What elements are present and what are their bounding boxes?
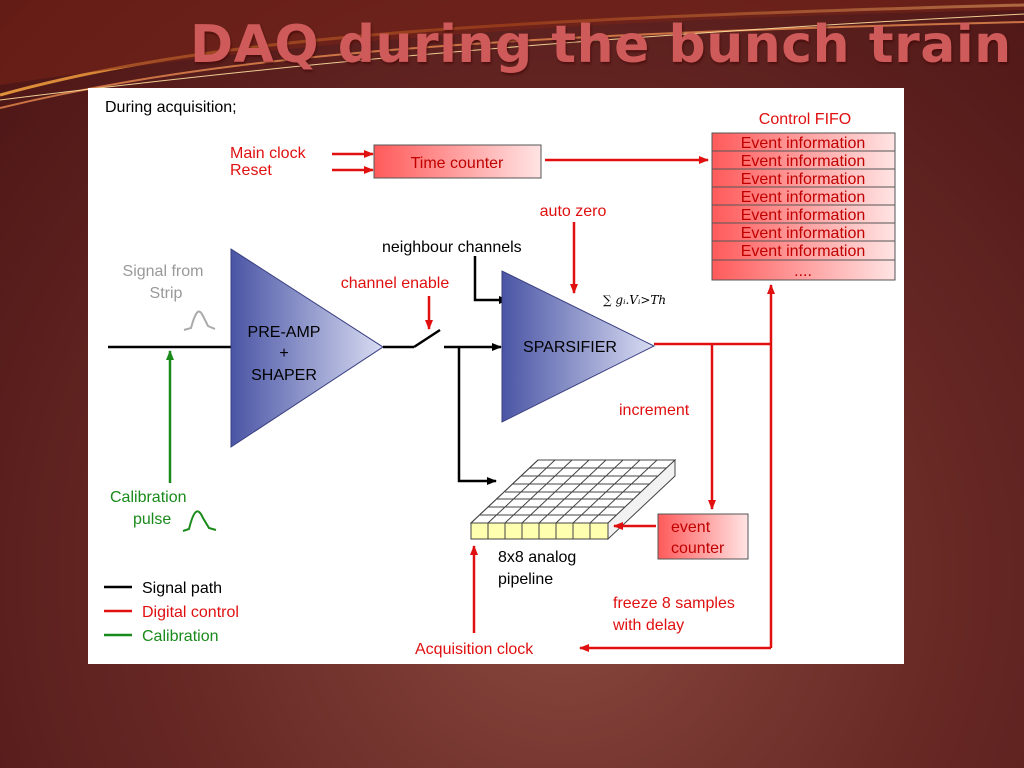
fifo-row: Event information	[741, 135, 866, 152]
daq-diagram: During acquisition; Main clock Reset Tim…	[104, 99, 896, 658]
preamp-label: PRE-AMP	[248, 324, 321, 341]
switch-to-pipeline-arrow	[457, 347, 497, 485]
slide-title: DAQ during the bunch train	[190, 15, 1012, 75]
reset-label: Reset	[230, 162, 272, 179]
fifo-row: Event information	[741, 189, 866, 206]
title-swoosh-decoration	[0, 0, 1024, 109]
pipeline-label: pipeline	[498, 571, 553, 588]
freeze-label: with delay	[612, 617, 684, 634]
fifo-row: ....	[794, 263, 812, 280]
fifo-row: Event information	[741, 243, 866, 260]
main-clock-label: Main clock	[230, 145, 307, 162]
threshold-formula: ∑ gᵢ.Vᵢ>Th	[603, 293, 666, 307]
signal-from-strip-label: Signal from	[123, 263, 204, 280]
strip-pulse-icon	[183, 310, 216, 331]
fifo-row: Event information	[741, 153, 866, 170]
time-counter-label: Time counter	[411, 155, 504, 172]
event-counter-label: counter	[671, 540, 725, 557]
fifo-row: Event information	[741, 207, 866, 224]
control-fifo: Event information Event information Even…	[711, 132, 896, 281]
calibration-pulse-label: pulse	[133, 511, 171, 528]
sparsifier-amplifier	[501, 270, 656, 423]
acquisition-clock-label: Acquisition clock	[415, 641, 534, 658]
legend-label: Calibration	[142, 628, 218, 645]
calibration-pulse-icon	[182, 510, 217, 532]
event-counter-label: event	[671, 519, 711, 536]
fifo-row: Event information	[741, 225, 866, 242]
neighbour-channels-label: neighbour channels	[382, 239, 522, 256]
signal-from-strip-label: Strip	[150, 285, 183, 302]
time-counter-box	[373, 144, 542, 179]
channel-switch	[413, 328, 441, 349]
auto-zero-label: auto zero	[540, 203, 607, 220]
calibration-pulse-label: Calibration	[110, 489, 186, 506]
sparsifier-label: SPARSIFIER	[523, 339, 617, 356]
event-counter-box	[657, 513, 749, 560]
legend-label: Signal path	[142, 580, 222, 597]
legend-label: Digital control	[142, 604, 239, 621]
channel-enable-label: channel enable	[341, 275, 450, 292]
preamp-label: +	[279, 345, 288, 362]
increment-label: increment	[619, 402, 690, 419]
daq-diagram-panel: During acquisition; Main clock Reset Tim…	[88, 88, 904, 664]
diagram-heading: During acquisition;	[105, 99, 237, 116]
freeze-label: freeze 8 samples	[613, 595, 735, 612]
analog-pipeline-grid	[469, 458, 677, 541]
legend: Signal path Digital control Calibration	[104, 580, 239, 645]
preamp-label: SHAPER	[251, 367, 317, 384]
preamp-shaper-amplifier	[230, 248, 384, 448]
fifo-row: Event information	[741, 171, 866, 188]
pipeline-label: 8x8 analog	[498, 549, 576, 566]
control-fifo-title: Control FIFO	[759, 111, 851, 128]
neighbour-channels-arrow	[473, 256, 509, 304]
